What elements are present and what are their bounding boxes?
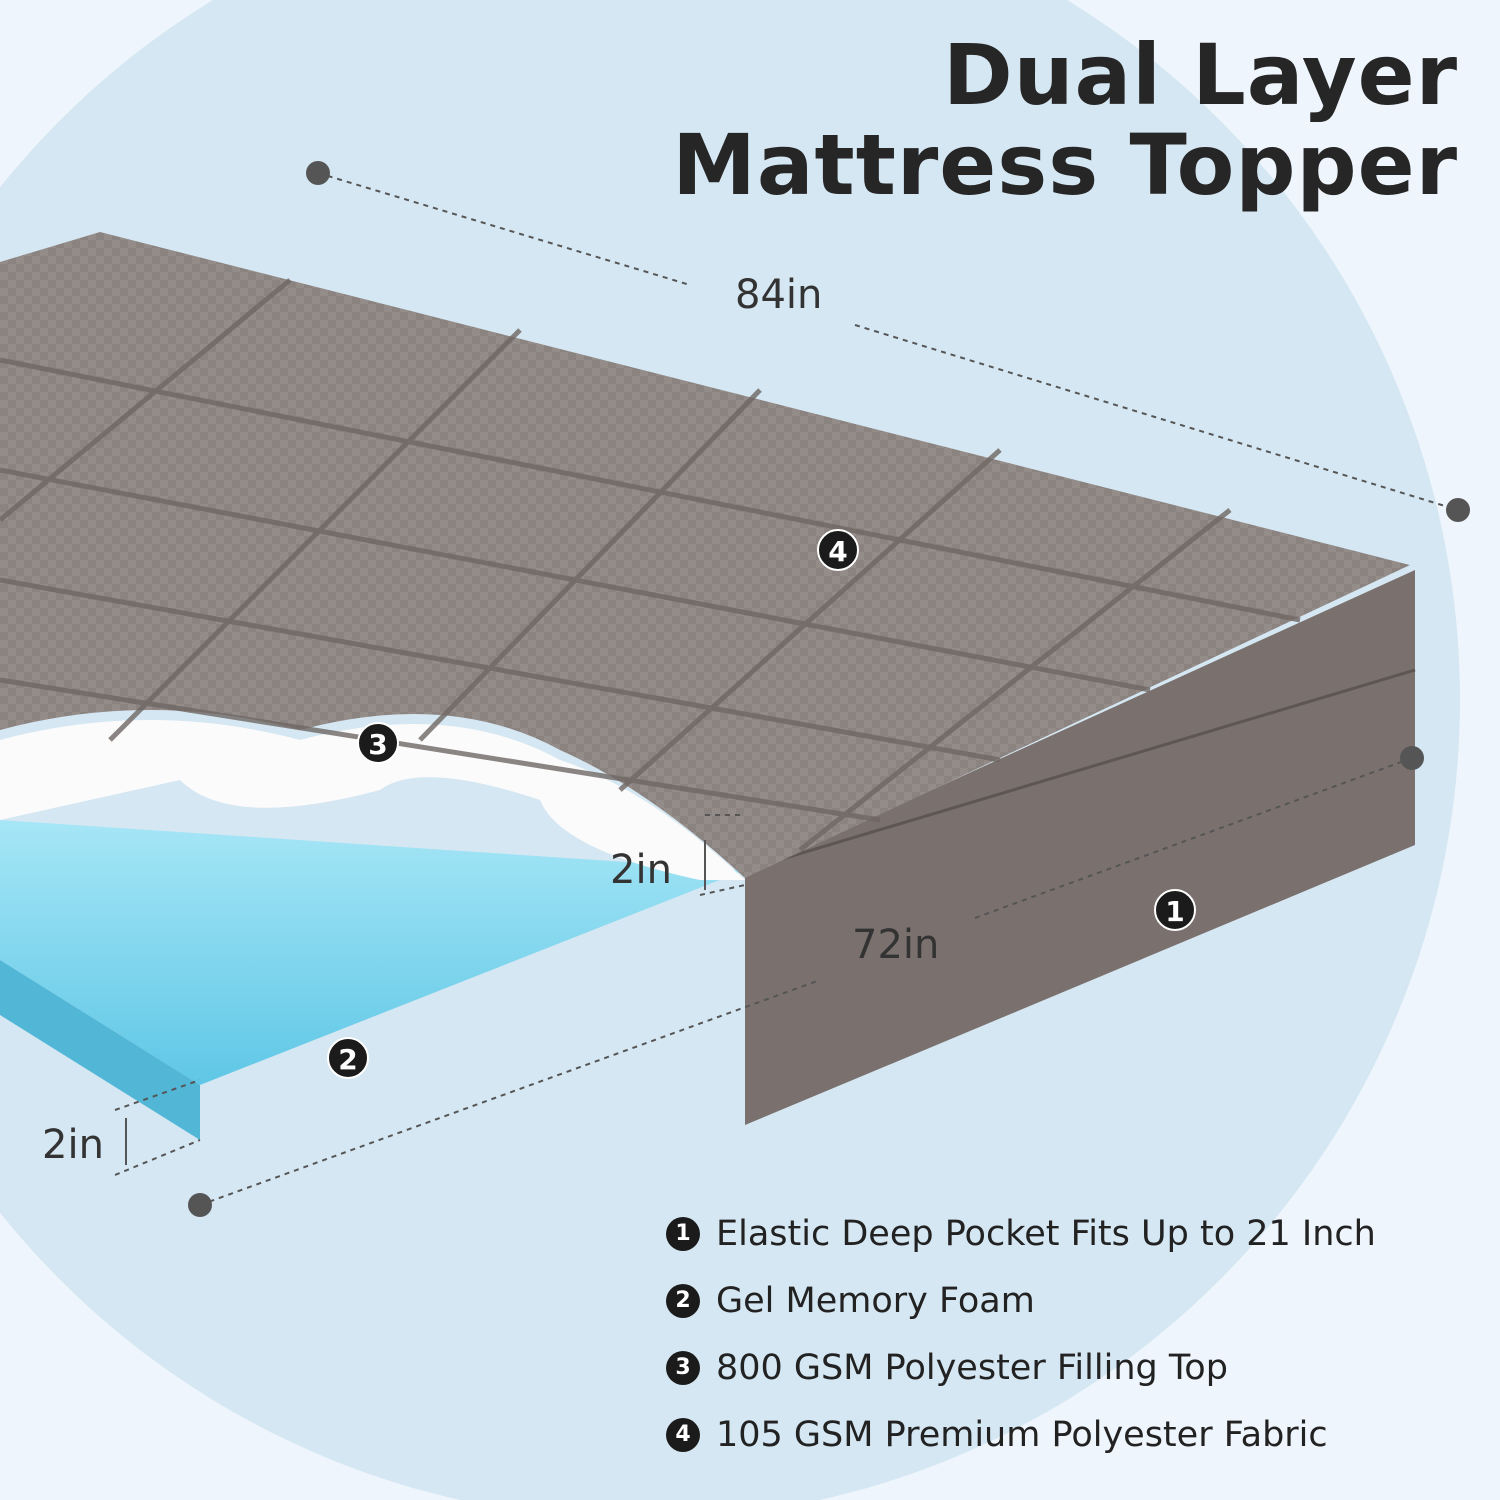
top-thickness-label: 2in — [610, 847, 672, 893]
filling-layer — [0, 720, 745, 880]
legend-text: 105 GSM Premium Polyester Fabric — [716, 1414, 1328, 1455]
legend-number: 2 — [666, 1283, 700, 1318]
length-label: 84in — [735, 272, 823, 318]
legend-number: 4 — [666, 1417, 700, 1452]
legend-item: 3 800 GSM Polyester Filling Top — [666, 1334, 1376, 1401]
quilted-top-fabric — [0, 232, 1410, 878]
elastic-side-panel — [745, 570, 1415, 1125]
foam-thickness-label: 2in — [42, 1122, 104, 1168]
legend-text: 800 GSM Polyester Filling Top — [716, 1347, 1228, 1388]
marker-1: 1 — [1154, 889, 1196, 931]
legend-number: 3 — [666, 1350, 700, 1385]
legend-item: 4 105 GSM Premium Polyester Fabric — [666, 1401, 1376, 1468]
marker-2: 2 — [327, 1037, 369, 1079]
page-title: Dual Layer Mattress Topper — [672, 30, 1458, 210]
legend-number: 1 — [666, 1216, 700, 1251]
dimension-endpoints — [188, 161, 1470, 1217]
foam-top — [0, 820, 745, 1085]
title-line-2: Mattress Topper — [672, 116, 1458, 214]
legend-text: Gel Memory Foam — [716, 1280, 1035, 1321]
foam-front — [0, 960, 200, 1140]
legend-item: 1 Elastic Deep Pocket Fits Up to 21 Inch — [666, 1200, 1376, 1267]
marker-4: 4 — [817, 529, 859, 571]
title-line-1: Dual Layer — [942, 26, 1458, 124]
marker-3: 3 — [357, 722, 399, 764]
width-label: 72in — [852, 922, 940, 968]
legend-item: 2 Gel Memory Foam — [666, 1267, 1376, 1334]
legend-text: Elastic Deep Pocket Fits Up to 21 Inch — [716, 1213, 1376, 1254]
